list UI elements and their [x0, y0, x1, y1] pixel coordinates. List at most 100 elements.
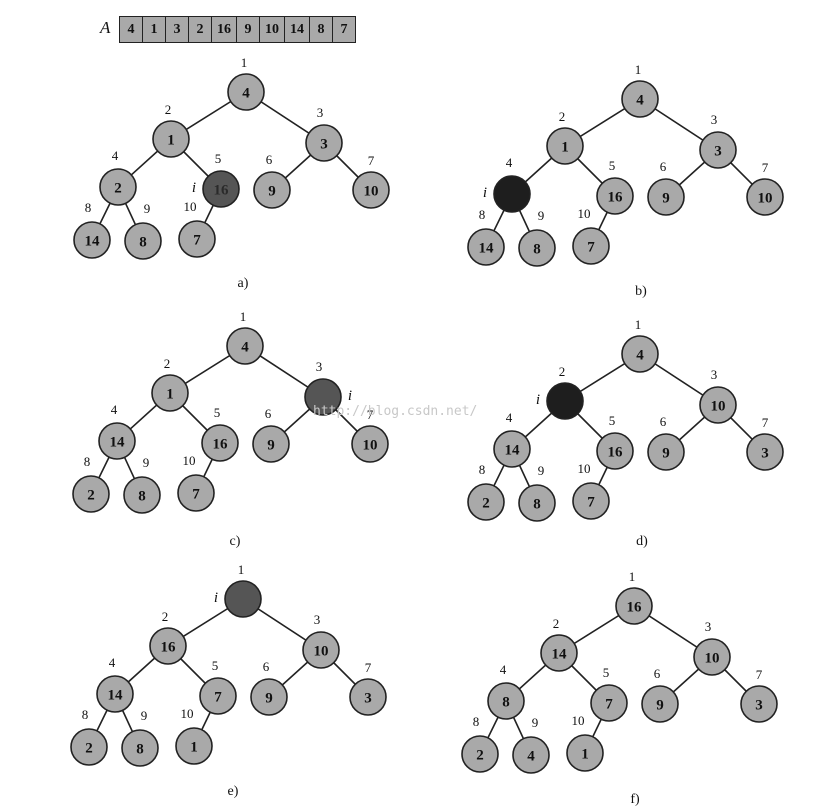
node-index: 4 [506, 155, 513, 170]
node-value: 1 [166, 387, 174, 403]
node-index: 9 [141, 708, 148, 723]
node-value: 2 [87, 488, 95, 504]
node-index: 4 [109, 655, 116, 670]
array-cell: 2 [189, 17, 212, 42]
node-value: 2 [476, 748, 484, 764]
tree-node [572, 482, 610, 520]
node-index: 8 [84, 454, 91, 469]
tree-node [149, 627, 187, 665]
tree-node [152, 120, 190, 158]
node-index: 10 [578, 206, 591, 221]
tree-node [615, 587, 653, 625]
tree-node [151, 374, 189, 412]
tree-node [518, 229, 556, 267]
tree-node [124, 222, 162, 260]
node-value: 2 [482, 496, 490, 512]
node-index: 9 [532, 715, 539, 730]
node-index: 7 [367, 407, 374, 422]
node-value: 3 [714, 144, 722, 160]
node-value: 16 [627, 600, 643, 616]
node-value: 7 [605, 697, 613, 713]
node-index: 3 [705, 619, 712, 634]
node-index: 5 [212, 658, 219, 673]
node-value: 7 [193, 233, 201, 249]
node-value: 14 [110, 435, 126, 451]
tree-node [641, 685, 679, 723]
node-index: 4 [506, 410, 513, 425]
node-index: 1 [629, 569, 636, 584]
node-value: 16 [608, 445, 624, 461]
array-cell: 1 [143, 17, 166, 42]
tree-node [73, 221, 111, 259]
node-value: 1 [581, 747, 589, 763]
node-index: 3 [317, 105, 324, 120]
node-value: 7 [587, 240, 595, 256]
tree-node [746, 433, 784, 471]
node-value: 14 [552, 647, 568, 663]
node-value: 7 [587, 495, 595, 511]
tree-node [596, 177, 634, 215]
watermark: http://blog.csdn.net/ [313, 404, 478, 419]
node-value: 7 [192, 487, 200, 503]
node-index: 3 [711, 112, 718, 127]
tree-node [518, 484, 556, 522]
node-value: 2 [114, 181, 122, 197]
node-index: 4 [112, 148, 119, 163]
node-value: 10 [711, 399, 726, 415]
node-value: 2 [85, 741, 93, 757]
tree-node [302, 631, 340, 669]
node-index: 2 [559, 364, 566, 379]
tree-node [123, 476, 161, 514]
tree-node [540, 634, 578, 672]
node-index: 8 [479, 462, 486, 477]
node-index: 5 [215, 151, 222, 166]
node-index: 3 [314, 612, 321, 627]
node-index: 7 [762, 160, 769, 175]
tree-node [227, 73, 265, 111]
node-index: 10 [572, 713, 585, 728]
node-value: 9 [662, 446, 670, 462]
node-index: 5 [609, 158, 616, 173]
tree-node [740, 685, 778, 723]
panel-caption: d) [636, 534, 648, 549]
node-value: 8 [502, 695, 510, 711]
node-index: 6 [660, 159, 667, 174]
node-value: 14 [479, 241, 495, 257]
node-value: 9 [662, 191, 670, 207]
node-value: 9 [267, 438, 275, 454]
tree-node [546, 127, 584, 165]
node-value: 9 [656, 698, 664, 714]
node-index: 10 [183, 453, 196, 468]
tree-node [461, 735, 499, 773]
tree-node [96, 675, 134, 713]
tree-node [199, 677, 237, 715]
node-value: 14 [108, 688, 124, 704]
node-index: 9 [143, 455, 150, 470]
node-index: 2 [165, 102, 172, 117]
node-value: 4 [527, 749, 535, 765]
node-value: 1 [190, 740, 198, 756]
node-index: 6 [266, 152, 273, 167]
tree-node [250, 678, 288, 716]
node-value: 8 [533, 242, 541, 258]
node-value: 4 [636, 348, 644, 364]
node-index: 8 [82, 707, 89, 722]
array-cell: 10 [260, 17, 285, 42]
tree-node [202, 170, 240, 208]
tree-node [121, 729, 159, 767]
node-index: 9 [538, 208, 545, 223]
panel-caption: b) [635, 284, 647, 299]
array-cell: 8 [310, 17, 333, 42]
tree-node [99, 168, 137, 206]
tree-node [351, 425, 389, 463]
tree-node [304, 378, 342, 416]
node-value: 3 [761, 446, 769, 462]
node-value: 10 [314, 644, 329, 660]
node-index: 10 [578, 461, 591, 476]
node-index: 8 [85, 200, 92, 215]
